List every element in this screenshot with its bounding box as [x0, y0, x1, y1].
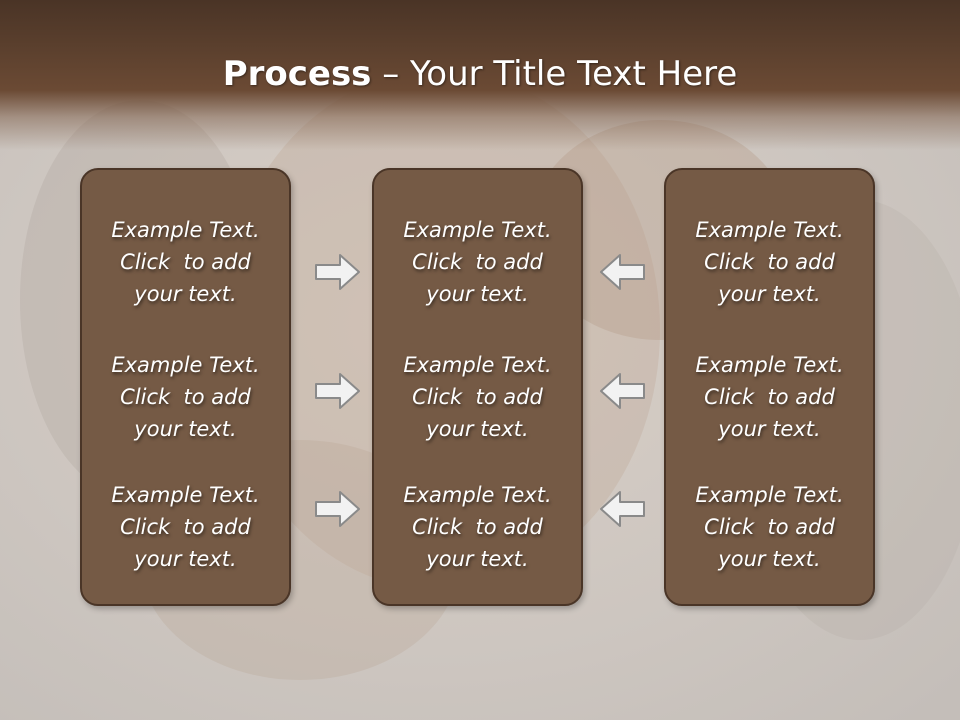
process-box-center: Example Text. Click to add your text. Ex… — [372, 168, 583, 606]
text-line: your text. — [426, 282, 529, 306]
text-block[interactable]: Example Text. Click to add your text. — [82, 479, 289, 575]
arrow-left-icon — [600, 373, 645, 409]
text-line: your text. — [134, 417, 237, 441]
text-line: Example Text. — [695, 218, 844, 242]
text-block[interactable]: Example Text. Click to add your text. — [374, 214, 581, 310]
text-block[interactable]: Example Text. Click to add your text. — [374, 479, 581, 575]
text-line: your text. — [718, 282, 821, 306]
text-line: Click to add — [704, 250, 835, 274]
text-line: Click to add — [704, 515, 835, 539]
text-line: Example Text. — [403, 218, 552, 242]
slide-title: Process – Your Title Text Here — [0, 52, 960, 96]
arrow-left-icon — [600, 491, 645, 527]
text-line: Example Text. — [403, 483, 552, 507]
text-block[interactable]: Example Text. Click to add your text. — [374, 349, 581, 445]
title-band — [0, 0, 960, 150]
text-line: Example Text. — [695, 483, 844, 507]
text-line: your text. — [134, 282, 237, 306]
process-box-right: Example Text. Click to add your text. Ex… — [664, 168, 875, 606]
text-line: your text. — [718, 547, 821, 571]
text-line: your text. — [718, 417, 821, 441]
arrow-left-icon — [600, 254, 645, 290]
text-line: Example Text. — [111, 483, 260, 507]
text-line: Click to add — [120, 250, 251, 274]
text-block[interactable]: Example Text. Click to add your text. — [666, 214, 873, 310]
text-line: Click to add — [412, 385, 543, 409]
text-line: Click to add — [704, 385, 835, 409]
text-line: Example Text. — [403, 353, 552, 377]
text-line: Click to add — [412, 515, 543, 539]
text-line: your text. — [426, 417, 529, 441]
arrow-right-icon — [315, 373, 360, 409]
text-line: Click to add — [120, 515, 251, 539]
text-line: your text. — [134, 547, 237, 571]
text-block[interactable]: Example Text. Click to add your text. — [666, 479, 873, 575]
process-box-left: Example Text. Click to add your text. Ex… — [80, 168, 291, 606]
arrow-right-icon — [315, 254, 360, 290]
text-block[interactable]: Example Text. Click to add your text. — [666, 349, 873, 445]
text-line: Click to add — [120, 385, 251, 409]
text-block[interactable]: Example Text. Click to add your text. — [82, 349, 289, 445]
text-line: your text. — [426, 547, 529, 571]
text-line: Click to add — [412, 250, 543, 274]
text-block[interactable]: Example Text. Click to add your text. — [82, 214, 289, 310]
arrow-right-icon — [315, 491, 360, 527]
title-bold: Process — [222, 54, 372, 94]
title-rest: – Your Title Text Here — [371, 54, 738, 94]
text-line: Example Text. — [111, 218, 260, 242]
text-line: Example Text. — [695, 353, 844, 377]
text-line: Example Text. — [111, 353, 260, 377]
